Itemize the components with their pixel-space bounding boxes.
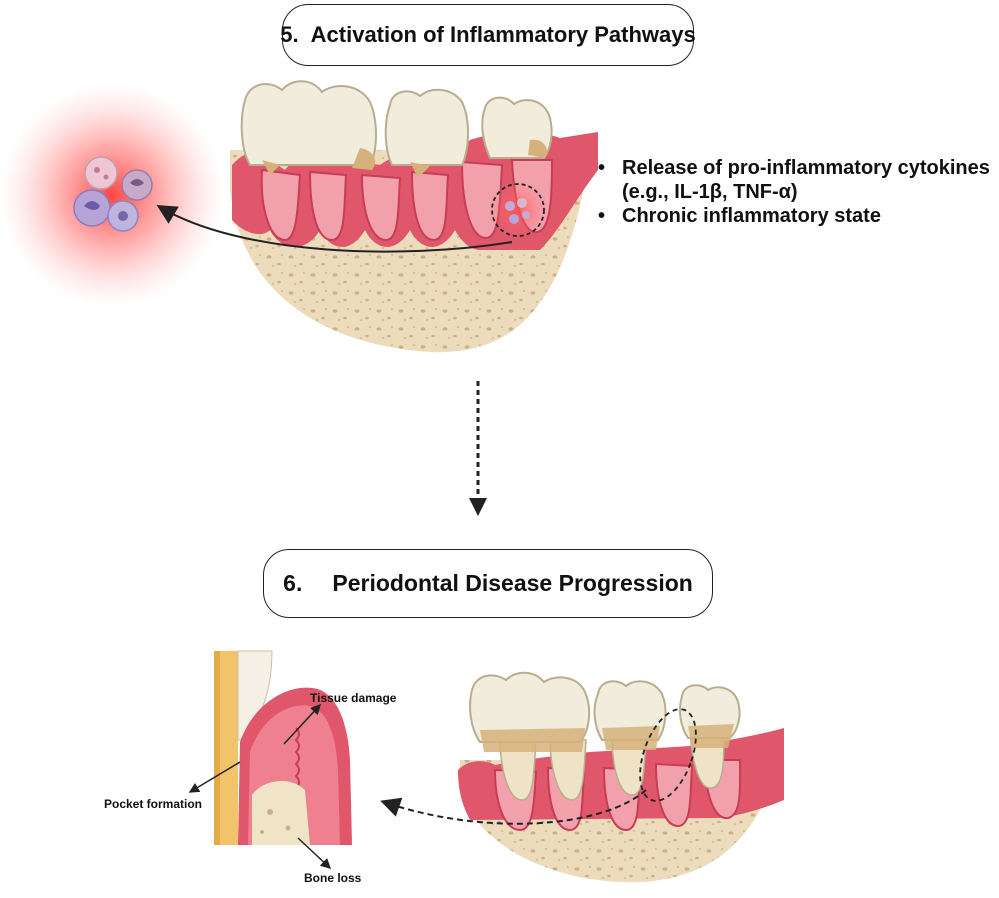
pocket-formation-arrow — [188, 761, 241, 793]
step-5-title: Activation of Inflammatory Pathways — [310, 22, 696, 47]
down-arrowhead — [469, 498, 487, 516]
bullet-dot-icon: • — [598, 157, 606, 179]
step-5-title-box: 5. Activation of Inflammatory Pathways — [280, 4, 696, 66]
jaw-illustration-bottom — [458, 671, 784, 883]
bone-loss-label: Bone loss — [304, 871, 362, 885]
bullet-text: Release of pro-inflammatory cytokines — [622, 157, 990, 179]
pocket-formation-label: Pocket formation — [104, 797, 203, 811]
inflammation-glow — [0, 83, 224, 307]
tissue-damage-arrow — [283, 703, 322, 745]
jaw-illustration-top — [230, 80, 598, 353]
bone-loss-arrow — [297, 837, 332, 870]
bullet-dot-icon: • — [598, 205, 606, 227]
immune-cells-icon — [73, 156, 153, 232]
step-6-title: Periodontal Disease Progression — [332, 570, 693, 596]
step-5-number: 5. — [280, 22, 299, 47]
bullet-text-continued: (e.g., IL-1β, TNF-α) — [622, 181, 798, 203]
bullet-item: • Chronic inflammatory state — [598, 204, 990, 228]
bullet-text: Chronic inflammatory state — [622, 205, 881, 227]
step-6-title-box: 6. Periodontal Disease Progression — [263, 549, 713, 618]
dashed-arrow-to-closeup — [380, 789, 647, 825]
bullet-item: • Release of pro-inflammatory cytokines … — [598, 156, 990, 204]
curved-arrow-to-immune-cells — [156, 204, 513, 253]
cytokine-bullet-list: • Release of pro-inflammatory cytokines … — [598, 156, 990, 228]
tissue-damage-label: Tissue damage — [310, 691, 397, 705]
pocket-closeup-illustration — [214, 650, 352, 845]
step-6-number: 6. — [283, 570, 303, 596]
